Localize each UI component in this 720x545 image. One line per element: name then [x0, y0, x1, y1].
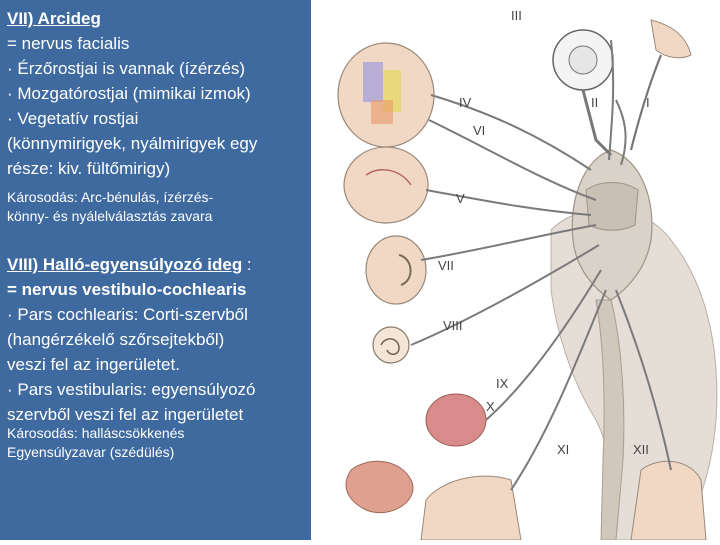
facial-nerve-damage-2: könny- és nyálelválasztás zavara [7, 207, 307, 226]
vestibulocochlear-hair-cells: (hangérzékelő szőrsejtekből) [7, 327, 307, 352]
label-iv: IV [459, 95, 472, 110]
label-iii: III [511, 8, 522, 23]
vestibulocochlear-title-suffix: : [242, 255, 251, 274]
cranial-nerves-diagram: III IV II I VI V VII VIII IX X XI XII [311, 0, 720, 540]
facial-nerve-heading: VII) Arcideg [7, 6, 307, 31]
text-panel: VII) Arcideg = nervus facialis · Érzőros… [0, 0, 311, 540]
label-xi: XI [557, 442, 569, 457]
neck-illustration [421, 476, 521, 540]
tongue-head-illustration [631, 461, 706, 540]
vestibulocochlear-vestibular: · Pars vestibularis: egyensúlyozó [7, 377, 307, 402]
nerve-line-vi [429, 120, 596, 200]
trigeminal-region-orange [371, 100, 393, 124]
cranial-nerves-illustration: III IV II I VI V VII VIII IX X XI XII [311, 0, 720, 540]
facial-nerve-glands-2: része: kiv. fültőmirigy) [7, 156, 307, 181]
vestibulocochlear-damage-2: Egyensúlyzavar (szédülés) [7, 443, 307, 462]
vestibulocochlear-impulse: veszi fel az ingerületet. [7, 352, 307, 377]
nerve-line-v [426, 190, 591, 215]
vestibulocochlear-cochlear: · Pars cochlearis: Corti-szervből [7, 302, 307, 327]
facial-nerve-sensory: · Érzőrostjai is vannak (ízérzés) [7, 56, 307, 81]
inner-ear-illustration [373, 327, 409, 363]
eye-lens [569, 46, 597, 74]
label-i: I [646, 95, 650, 110]
pons [586, 183, 638, 231]
facial-nerve-autonomic: · Vegetatív rostjai [7, 106, 307, 131]
nose-illustration [651, 20, 691, 58]
label-vii: VII [438, 258, 454, 273]
label-ii: II [591, 95, 598, 110]
label-v: V [456, 191, 465, 206]
label-viii: VIII [443, 318, 463, 333]
vestibulocochlear-heading: VIII) Halló-egyensúlyozó ideg : [7, 252, 307, 277]
label-ix: IX [496, 376, 509, 391]
trigeminal-region-blue [363, 62, 383, 102]
facial-nerve-title: VII) Arcideg [7, 9, 101, 28]
heart-lungs-illustration [426, 394, 486, 446]
label-xii: XII [633, 442, 649, 457]
intestines-illustration [346, 461, 413, 512]
vestibulocochlear-latin: = nervus vestibulo-cochlearis [7, 277, 307, 302]
label-vi: VI [473, 123, 485, 138]
vestibulocochlear-damage-1: Károsodás: halláscsökkenés [7, 424, 307, 443]
facial-nerve-latin: = nervus facialis [7, 31, 307, 56]
facial-nerve-motor: · Mozgatórostjai (mimikai izmok) [7, 81, 307, 106]
head-illustration-2 [344, 147, 428, 223]
head-illustration-3 [366, 236, 426, 304]
vestibulocochlear-title: VIII) Halló-egyensúlyozó ideg [7, 255, 242, 274]
facial-nerve-damage-1: Károsodás: Arc-bénulás, ízérzés- [7, 188, 307, 207]
facial-nerve-glands: (könnymirigyek, nyálmirigyek egy [7, 131, 307, 156]
label-x: X [486, 399, 495, 414]
